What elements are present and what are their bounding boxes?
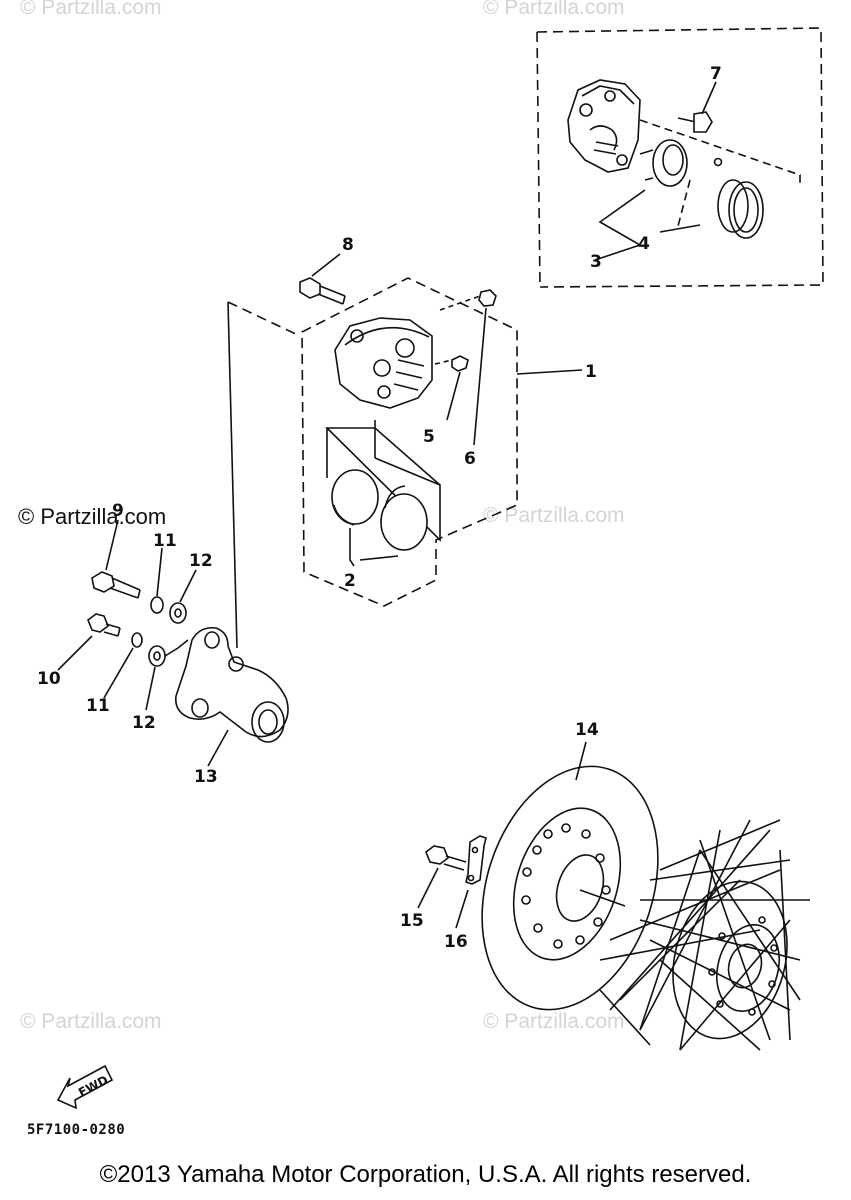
callout-6: 6 — [464, 449, 476, 469]
callout-12-upper: 12 — [189, 551, 213, 571]
callout-11-upper: 11 — [153, 531, 177, 551]
wheel-hub-spokes — [599, 819, 810, 1051]
bleed-valve-5 — [446, 355, 469, 421]
forward-arrow-icon — [56, 1064, 114, 1110]
watermark-mid-left: © Partzilla.com — [18, 504, 167, 529]
bolt-10 — [57, 613, 121, 671]
cap-6 — [473, 289, 497, 446]
watermark-mid-right: © Partzilla.com — [483, 504, 625, 527]
watermark-bottom-left: © Partzilla.com — [20, 1010, 162, 1033]
washer-11-lower — [103, 632, 143, 699]
callout-13: 13 — [194, 767, 218, 787]
callout-7: 7 — [710, 64, 722, 84]
callout-16: 16 — [444, 932, 468, 952]
bolt-9 — [91, 519, 141, 599]
washer-11-upper — [150, 547, 164, 614]
callout-15: 15 — [400, 911, 424, 931]
callout-14: 14 — [575, 720, 599, 740]
caliper-bolt-8 — [299, 253, 346, 305]
lock-washer-16 — [455, 835, 487, 929]
copyright-notice: ©2013 Yamaha Motor Corporation, U.S.A. A… — [99, 1161, 752, 1188]
disc-bolt-15 — [417, 845, 467, 909]
brake-pads — [325, 420, 441, 567]
washer-12-upper — [169, 569, 197, 624]
caliper-body — [334, 317, 433, 409]
callout-11-lower: 11 — [86, 696, 110, 716]
washer-12-lower — [145, 639, 189, 711]
diagram-code: 5F7100-0280 — [27, 1122, 126, 1138]
callout-9: 9 — [112, 501, 124, 521]
callout-8: 8 — [342, 235, 354, 255]
inset-detail-box — [536, 27, 824, 288]
watermark-bottom-right: © Partzilla.com — [483, 1010, 625, 1033]
callout-12-lower: 12 — [132, 713, 156, 733]
callout-4: 4 — [638, 234, 650, 254]
inset-seal-kit — [639, 119, 801, 239]
caliper-bracket-13 — [174, 626, 289, 767]
inset-caliper-body — [567, 79, 641, 173]
inset-bleed-screw — [677, 111, 713, 133]
caliper-assembly-box — [301, 277, 518, 607]
callout-3: 3 — [590, 252, 602, 272]
inset-piston — [639, 139, 688, 187]
callout-2: 2 — [344, 571, 356, 591]
callout-10: 10 — [37, 669, 61, 689]
watermark-top-left: © Partzilla.com — [20, 0, 162, 19]
callout-5: 5 — [423, 427, 435, 447]
watermark-top-right: © Partzilla.com — [483, 0, 625, 19]
callout-1: 1 — [585, 362, 597, 382]
brake-disc-14 — [481, 741, 659, 1011]
